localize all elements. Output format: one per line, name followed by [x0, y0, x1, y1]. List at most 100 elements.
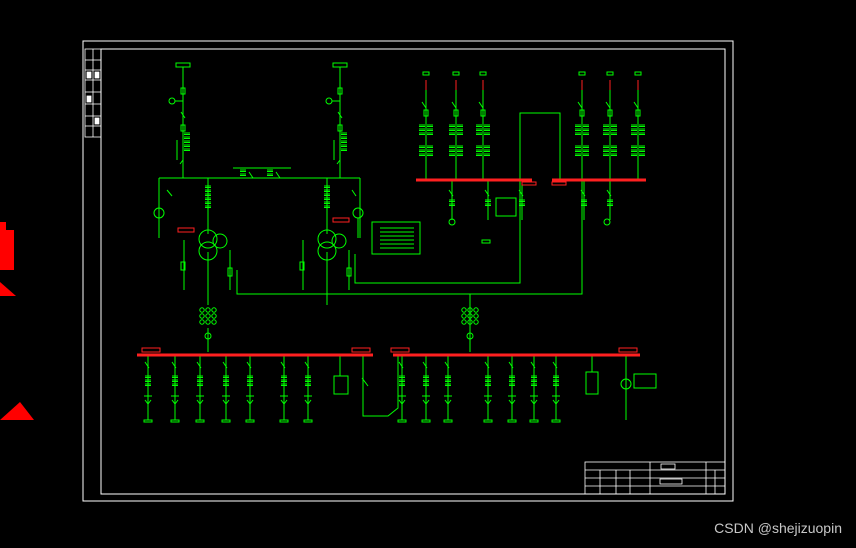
feeder-terminal: [170, 419, 180, 423]
title-block: [584, 461, 726, 495]
ct-ring: [199, 307, 205, 313]
switch-blade: [451, 101, 457, 109]
grounding-resistor: [346, 267, 352, 277]
feeder-terminal: [443, 419, 453, 423]
grounding-resistor: [227, 267, 233, 277]
incoming-terminal: [175, 62, 191, 68]
capacitor-bank: [333, 375, 349, 395]
arrester-mark: [222, 399, 227, 405]
feeder-terminal: [143, 419, 153, 423]
ct-ring: [467, 319, 473, 325]
arrester-mark: [225, 399, 230, 405]
switch-blade: [444, 361, 450, 369]
main-transformer-winding: [212, 233, 228, 249]
breaker-symbol: [180, 124, 186, 132]
arrester-mark: [196, 399, 201, 405]
control-box: [371, 221, 421, 255]
red-tag: [351, 347, 371, 353]
surge-arrester: [168, 97, 176, 105]
feeder-terminal: [245, 419, 255, 423]
feeder-terminal: [551, 419, 561, 423]
breaker-symbol: [579, 109, 585, 117]
breaker-symbol: [180, 87, 186, 95]
ct-ring: [473, 313, 479, 319]
ct-ring: [211, 319, 217, 325]
panel-box: [495, 197, 517, 217]
switch-blade: [351, 189, 357, 197]
wire-path: [362, 355, 399, 417]
aux-transformer: [153, 207, 165, 219]
feeder-terminal: [452, 71, 460, 76]
ct-ring: [205, 319, 211, 325]
switch-blade: [196, 361, 202, 369]
red-tag: [177, 227, 195, 233]
arrester-mark: [530, 399, 535, 405]
switch-blade: [606, 189, 612, 197]
switch-blade: [530, 361, 536, 369]
station-transformer: [620, 378, 632, 390]
grounding-resistor: [180, 261, 186, 271]
watermark-text: CSDN @shejizuopin: [714, 520, 842, 536]
breaker-symbol: [423, 109, 429, 117]
feeder-terminal: [507, 419, 517, 423]
arrester-mark: [425, 399, 430, 405]
feeder-terminal: [483, 419, 493, 423]
arrester-mark: [484, 399, 489, 405]
feeder-terminal: [479, 71, 487, 76]
arrester-mark: [511, 399, 516, 405]
feeder-terminal: [397, 419, 407, 423]
arrester-mark: [444, 399, 449, 405]
ct-ring: [211, 307, 217, 313]
ct-ring: [199, 319, 205, 325]
ct-ring: [461, 313, 467, 319]
switch-blade: [275, 171, 281, 179]
arrester-mark: [307, 399, 312, 405]
feeder-terminal: [421, 419, 431, 423]
ct-ring: [467, 307, 473, 313]
main-transformer-winding: [198, 241, 218, 261]
ground-symbol: [603, 218, 611, 226]
switch-blade: [484, 361, 490, 369]
arrester-mark: [171, 399, 176, 405]
switch-blade: [144, 361, 150, 369]
ct-ring: [205, 307, 211, 313]
grounding-resistor: [299, 261, 305, 271]
arrester-mark: [533, 399, 538, 405]
main-transformer-winding: [317, 241, 337, 261]
arrester-mark: [508, 399, 513, 405]
arrester-mark: [422, 399, 427, 405]
arrester-mark: [174, 399, 179, 405]
switch-blade: [577, 101, 583, 109]
arrester-mark: [246, 399, 251, 405]
wire-path: [354, 112, 561, 284]
breaker-symbol: [635, 109, 641, 117]
feeder-terminal: [221, 419, 231, 423]
red-tag: [521, 181, 537, 186]
switch-blade: [280, 361, 286, 369]
ct-ring: [461, 307, 467, 313]
switch-blade: [448, 189, 454, 197]
incoming-terminal: [332, 62, 348, 68]
switch-blade: [246, 361, 252, 369]
ct-ring: [211, 313, 217, 319]
main-transformer-winding: [331, 233, 347, 249]
breaker-symbol: [337, 124, 343, 132]
feeder-terminal: [606, 71, 614, 76]
main-transformer-winding: [198, 229, 218, 249]
inner-frame: [100, 48, 726, 495]
capacitor-bank: [585, 371, 599, 395]
breaker-ring: [204, 332, 212, 340]
switch-blade: [171, 361, 177, 369]
margin-label-strip: [84, 48, 102, 138]
switch-blade: [508, 361, 514, 369]
switch-blade: [478, 101, 484, 109]
breaker-symbol: [453, 109, 459, 117]
switch-blade: [484, 189, 490, 197]
red-tag: [618, 347, 638, 353]
breaker-symbol: [480, 109, 486, 117]
arrester-mark: [552, 399, 557, 405]
wire-path: [470, 180, 583, 295]
ct-ring: [199, 313, 205, 319]
ct-ring: [461, 319, 467, 325]
